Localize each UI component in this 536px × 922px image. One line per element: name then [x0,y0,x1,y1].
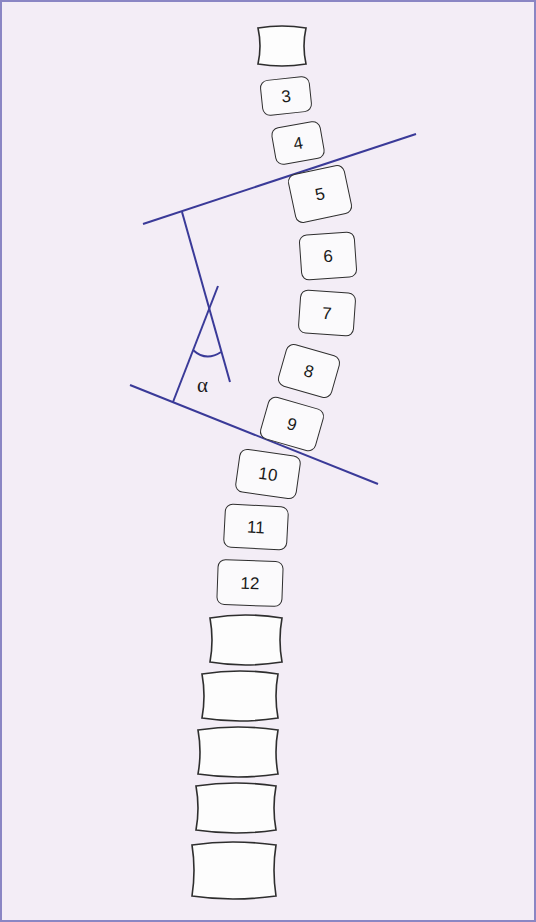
vertebra-number: 10 [257,464,278,483]
vertebra-number: 5 [314,185,327,204]
vertebra-box: 3 [259,75,312,116]
vertebra-number: 7 [322,304,333,322]
cobb-lines [130,134,416,484]
vertebra-number: 6 [323,247,334,265]
vertebra-box: 6 [298,231,357,281]
vertebra-box: 10 [234,448,302,500]
vertebra-number: 9 [285,415,299,434]
vertebra-number: 4 [292,134,304,152]
vertebra-number: 8 [302,362,316,381]
vertebra-box: 12 [216,559,284,607]
vertebra-box: 11 [223,503,289,550]
vertebra-number: 3 [280,87,291,105]
vertebra-number: 12 [240,574,260,592]
vertebra-box: 7 [298,289,357,337]
vertebra-number: 11 [247,518,266,536]
angle-label: α [196,375,209,396]
